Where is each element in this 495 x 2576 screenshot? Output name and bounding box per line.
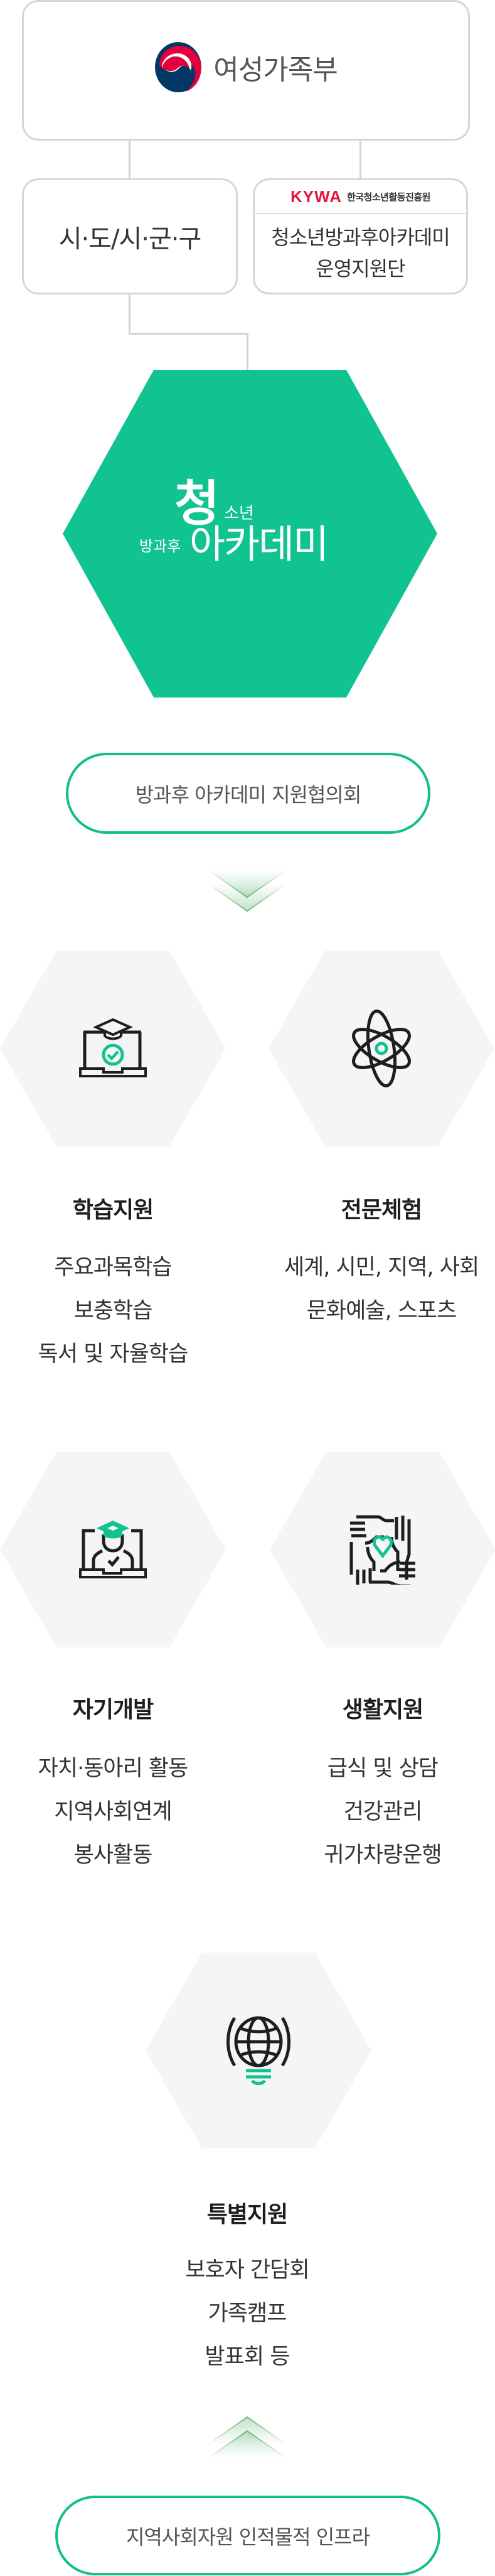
- academy-logo: 청 소년 방과후 아카데미: [138, 476, 364, 584]
- globe-lightbulb-icon: [226, 2016, 290, 2085]
- category-line: 문화예술, 스포츠: [306, 1298, 457, 1323]
- kywa-logo-mark: KYWA: [290, 186, 342, 206]
- region-label: 시·도/시·군·구: [58, 224, 202, 254]
- council-label: 방과후 아카데미 지원협의회: [135, 782, 362, 807]
- category-line: 건강관리: [343, 1799, 423, 1824]
- category-lines: 주요과목학습 보충학습 독서 및 자율학습: [0, 1246, 238, 1376]
- category-line: 귀가차량운행: [324, 1843, 442, 1868]
- ministry-label: 여성가족부: [213, 54, 338, 86]
- connector-line: [247, 333, 248, 370]
- kywa-body-line: 운영지원단: [316, 256, 405, 281]
- category-hexagon-self-development: [0, 1452, 226, 1647]
- category-line: 가족캠프: [208, 2301, 287, 2326]
- kywa-body-line: 청소년방과후아카데미: [271, 225, 450, 249]
- category-line: 발표회 등: [205, 2344, 290, 2369]
- category-line: 독서 및 자율학습: [38, 1342, 189, 1367]
- connector-line: [129, 294, 130, 335]
- taegeuk-emblem-icon: [155, 42, 202, 92]
- category-hexagon-experience: [269, 951, 494, 1146]
- category-title: 전문체험: [341, 1197, 422, 1223]
- logo-big-char: 청: [174, 476, 220, 532]
- category-hexagon-life-support: [270, 1452, 495, 1647]
- ministry-box: 여성가족부: [22, 0, 470, 141]
- category-line: 봉사활동: [73, 1843, 153, 1868]
- category-title: 자기개발: [72, 1697, 154, 1723]
- double-chevron-up-icon: [208, 2416, 287, 2459]
- online-student-icon: [79, 1521, 147, 1578]
- category-lines: 자치·동아리 활동 지역사회연계 봉사활동: [0, 1747, 238, 1877]
- double-chevron-down-icon: [208, 870, 287, 912]
- category-lines: 보호자 간담회 가족캠프 발표회 등: [122, 2249, 373, 2379]
- region-box: 시·도/시·군·구: [22, 178, 238, 294]
- logo-main: 아카데미: [189, 521, 329, 567]
- kywa-box: KYWA 한국청소년활동진흥원 청소년방과후아카데미 운영지원단: [253, 178, 468, 294]
- connector-line: [129, 141, 130, 179]
- category-line: 자치·동아리 활동: [38, 1756, 189, 1781]
- kywa-header: KYWA 한국청소년활동진흥원: [255, 180, 466, 214]
- category-hexagon-learning: [0, 951, 226, 1146]
- kywa-body: 청소년방과후아카데미 운영지원단: [255, 213, 466, 293]
- academy-hub-hexagon: [63, 370, 437, 698]
- connector-line: [129, 333, 248, 335]
- category-title: 생활지원: [342, 1697, 423, 1723]
- category-line: 세계, 시민, 지역, 사회: [284, 1255, 479, 1280]
- category-lines: 세계, 시민, 지역, 사회 문화예술, 스포츠: [256, 1246, 495, 1333]
- infra-pill: 지역사회자원 인적물적 인프라: [55, 2496, 440, 2575]
- category-line: 보충학습: [73, 1298, 153, 1323]
- category-line: 주요과목학습: [54, 1255, 172, 1280]
- atom-icon: [352, 1010, 411, 1087]
- connector-line: [359, 141, 361, 179]
- council-pill: 방과후 아카데미 지원협의회: [66, 753, 430, 834]
- kywa-org-name: 한국청소년활동진흥원: [346, 191, 431, 203]
- category-line: 지역사회연계: [54, 1799, 172, 1824]
- laptop-graduation-check-icon: [79, 1018, 147, 1077]
- infra-label: 지역사회자원 인적물적 인프라: [125, 2525, 370, 2549]
- logo-prefix: 방과후: [139, 537, 181, 555]
- hands-heart-icon: [349, 1515, 415, 1585]
- category-lines: 급식 및 상담 건강관리 귀가차량운행: [257, 1747, 495, 1877]
- category-line: 보호자 간담회: [185, 2258, 309, 2283]
- category-title: 특별지원: [206, 2202, 288, 2228]
- category-line: 급식 및 상담: [327, 1756, 439, 1781]
- logo-small-top: 소년: [224, 504, 254, 523]
- category-hexagon-special-support: [146, 1953, 371, 2148]
- category-title: 학습지원: [72, 1197, 154, 1223]
